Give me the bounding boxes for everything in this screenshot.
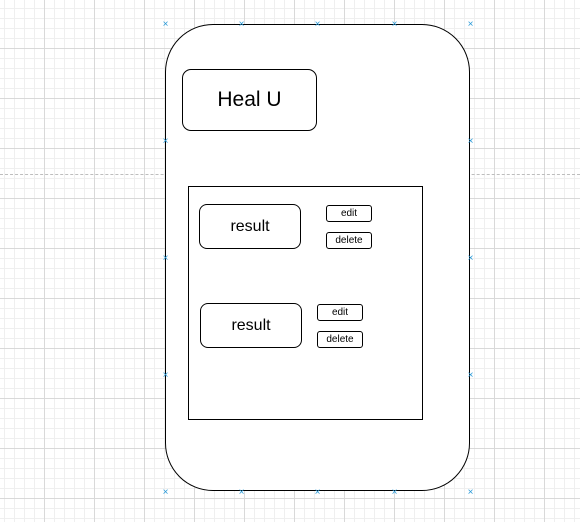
selection-handle-icon[interactable]: × [238,487,245,498]
edit-button[interactable]: edit [326,205,372,222]
selection-handle-icon[interactable]: × [162,136,169,147]
selection-handle-icon[interactable]: × [314,487,321,498]
selection-handle-icon[interactable]: × [162,19,169,30]
selection-handle-icon[interactable]: × [467,136,474,147]
app-title: Heal U [217,88,282,111]
selection-handle-icon[interactable]: × [162,370,169,381]
result-box[interactable]: result [200,303,302,348]
selection-handle-icon[interactable]: × [467,253,474,264]
selection-handle-icon[interactable]: × [467,19,474,30]
result-box[interactable]: result [199,204,301,249]
delete-label: delete [335,235,363,246]
selection-handle-icon[interactable]: × [162,253,169,264]
edit-button[interactable]: edit [317,304,363,321]
result-label: result [231,316,271,334]
result-label: result [230,217,270,235]
selection-handle-icon[interactable]: × [238,19,245,30]
selection-handle-icon[interactable]: × [391,487,398,498]
delete-button[interactable]: delete [326,232,372,249]
edit-label: edit [331,307,349,318]
delete-button[interactable]: delete [317,331,363,348]
app-title-box[interactable]: Heal U [182,69,317,131]
edit-label: edit [340,208,358,219]
selection-handle-icon[interactable]: × [391,19,398,30]
delete-label: delete [326,334,354,345]
selection-handle-icon[interactable]: × [467,370,474,381]
selection-handle-icon[interactable]: × [467,487,474,498]
selection-handle-icon[interactable]: × [162,487,169,498]
selection-handle-icon[interactable]: × [314,19,321,30]
